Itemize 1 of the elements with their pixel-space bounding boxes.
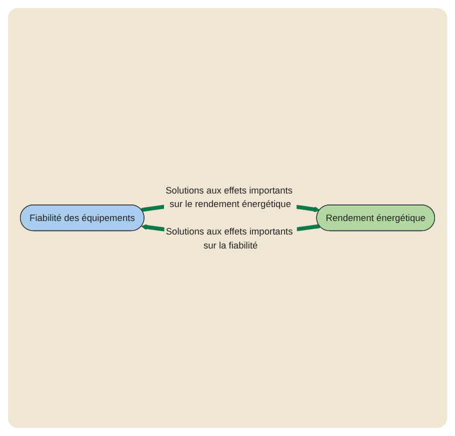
card-background: Solutions aux effets importants sur le rendement énergétique Solutions aux effets importants sur la fiabilité Fiabilité des équipements Rendement énergétique — [8, 8, 447, 428]
